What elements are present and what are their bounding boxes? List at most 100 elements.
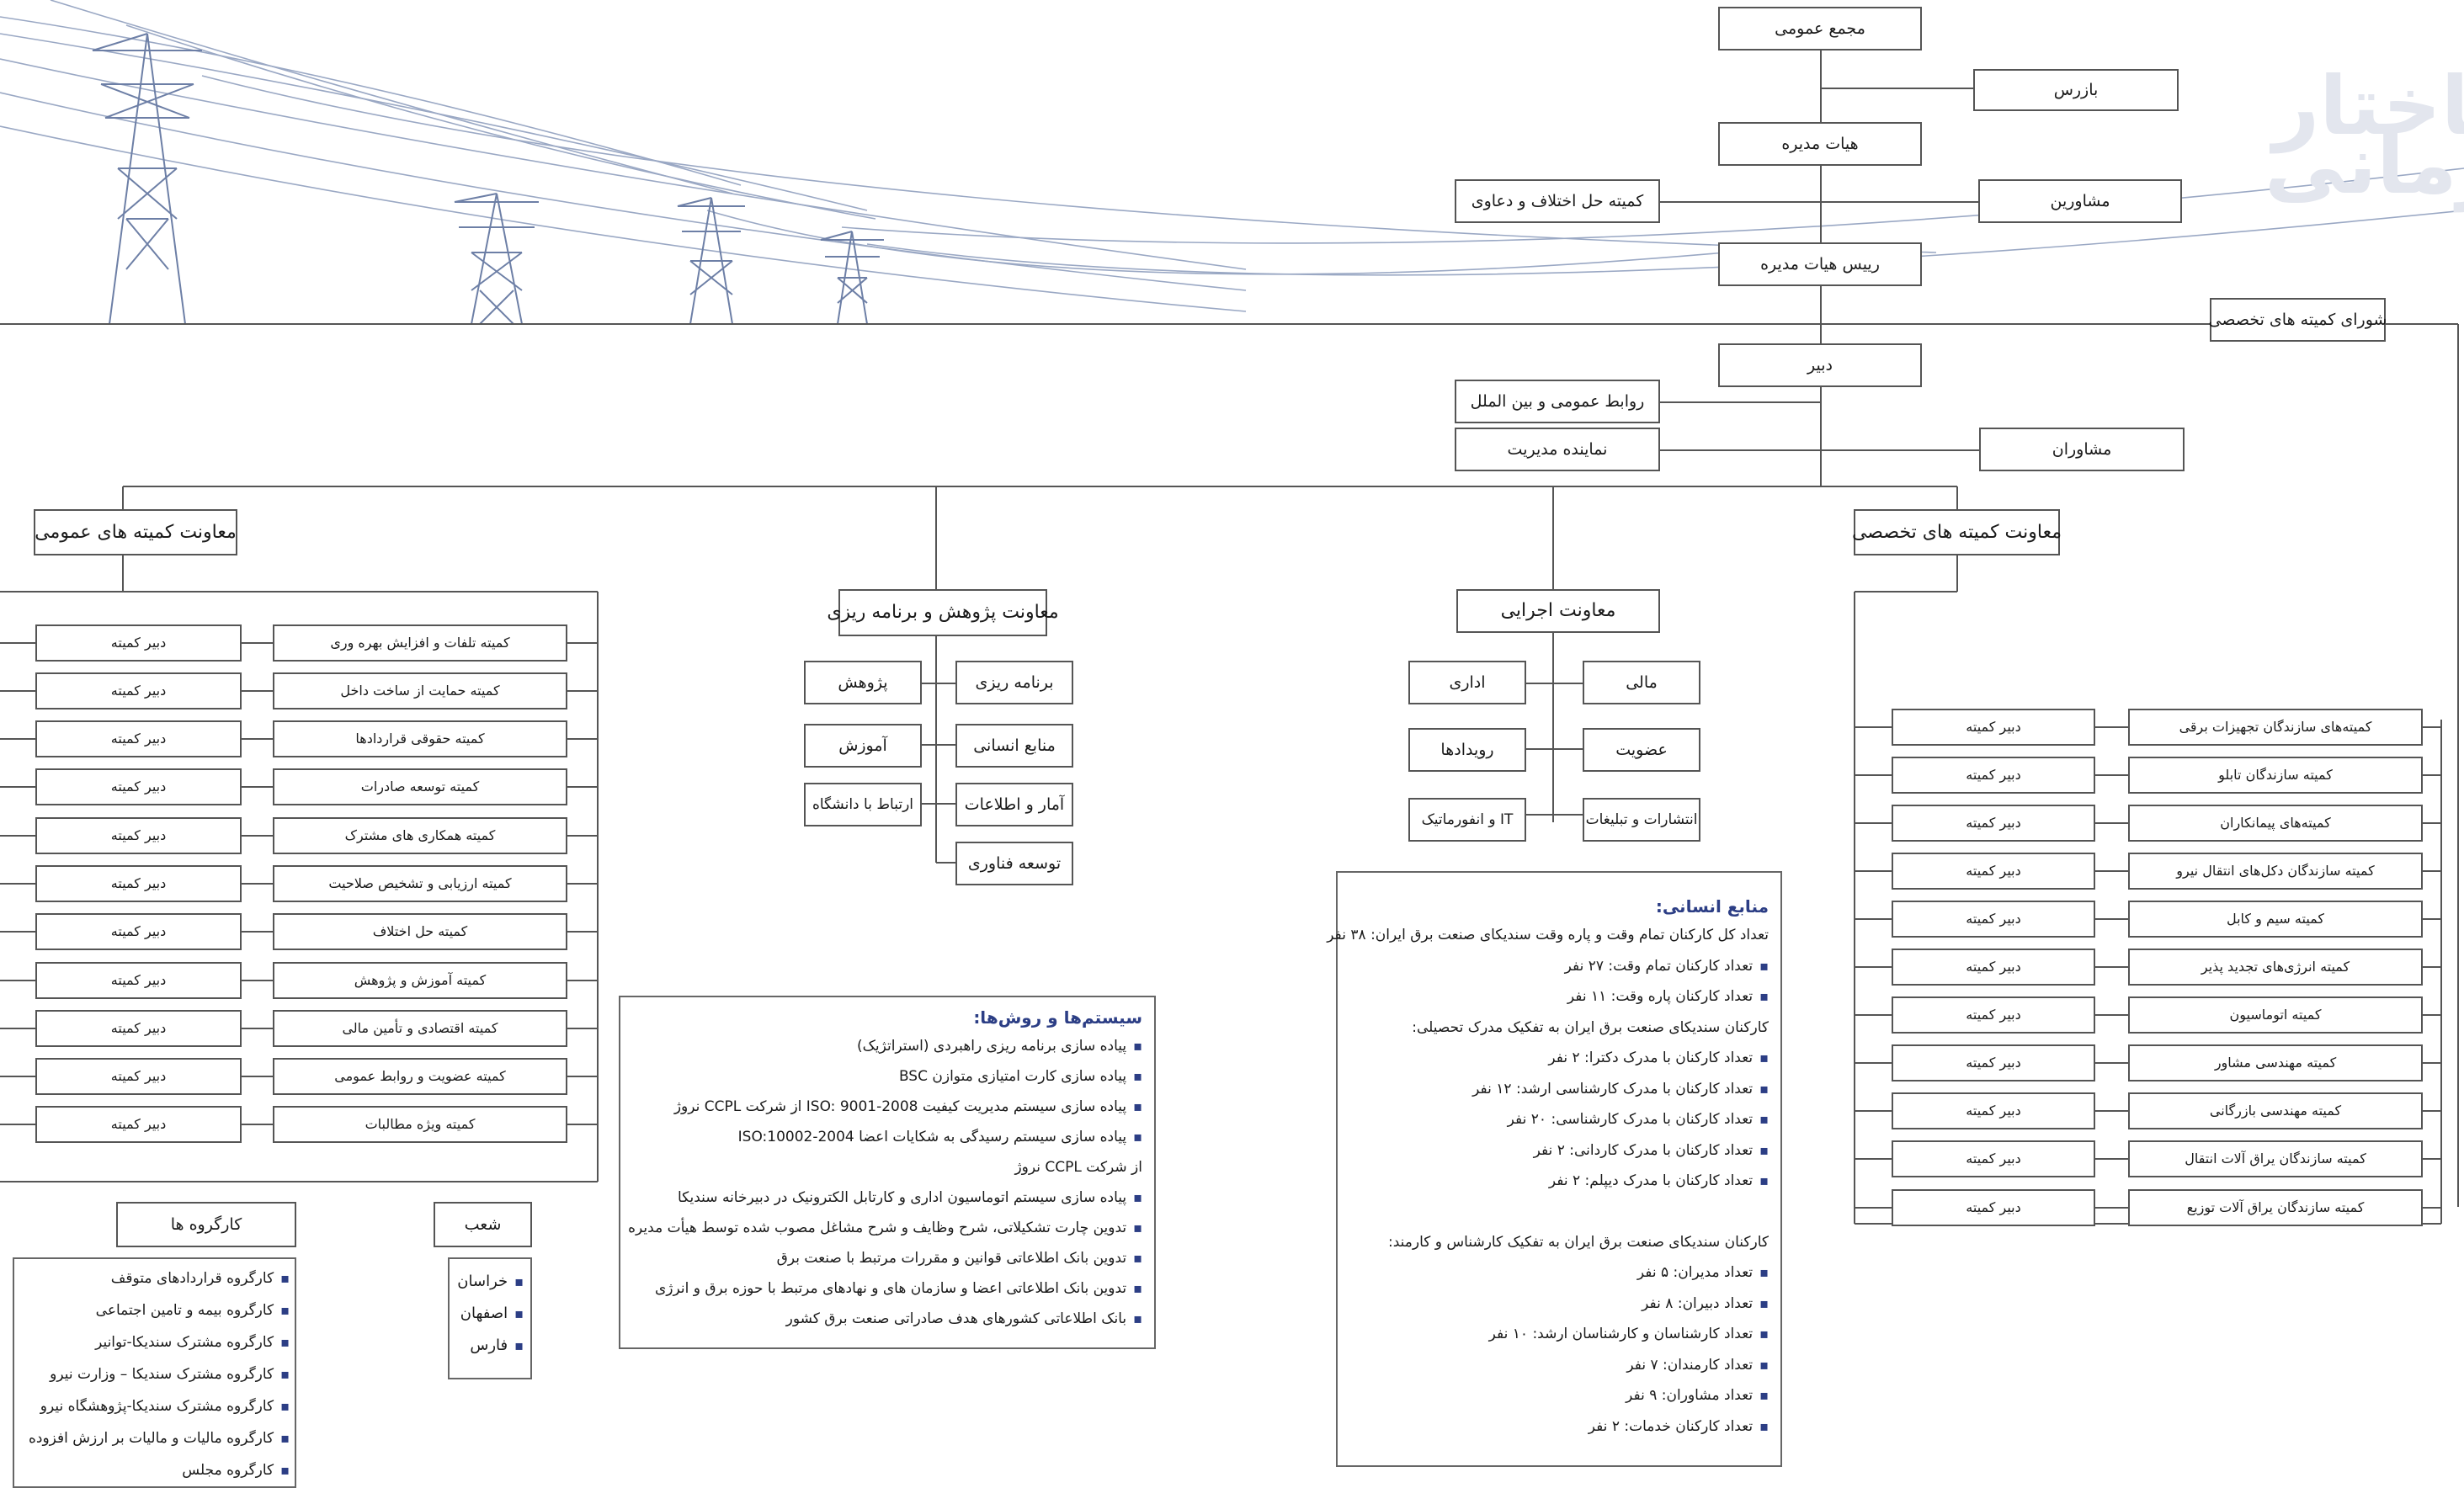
committee-secretary-box: دبیر کمیته <box>35 865 242 902</box>
workgroups-list: کارگروه قراردادهای متوقفکارگروه بیمه و ت… <box>14 1262 290 1486</box>
watermark-line2: سازمانی <box>2264 118 2464 212</box>
list-item: کارکنان سندیکای صنعت برق ایران به تفکیک … <box>1388 1233 1769 1251</box>
specialized-committee-box: کمیته سازندگان یراق آلات توزیع <box>2128 1189 2423 1226</box>
research-tech-box: توسعه فناوری <box>955 842 1073 885</box>
committee-secretary-box: دبیر کمیته <box>35 1010 242 1047</box>
list-item: تعداد مشاوران: ۹ نفر <box>1346 1380 1769 1411</box>
committee-secretary-box: دبیر کمیته <box>1892 805 2095 842</box>
specialized-committee-box: کمیته مهندسی مشاور <box>2128 1044 2423 1081</box>
list-item: تعداد کارکنان تمام وقت: ۲۷ نفر <box>1346 951 1769 982</box>
secretary-box: دبیر <box>1718 343 1922 387</box>
specialized-committee-box: کمیته‌های سازندگان تجهیزات برقی <box>2128 709 2423 746</box>
list-item: کارگروه مجلس <box>14 1454 290 1486</box>
exec-membership-box: عضویت <box>1583 728 1700 772</box>
deputy-executive-box: معاونت اجرایی <box>1456 589 1660 633</box>
exec-admin-box: اداری <box>1408 661 1526 704</box>
research-research-box: پژوهش <box>804 661 922 704</box>
general-committee-box: کمیته توسعه صادرات <box>273 768 567 805</box>
committee-secretary-box: دبیر کمیته <box>1892 853 2095 890</box>
list-item: تعداد کارکنان با مدرک کاردانی: ۲ نفر <box>1346 1135 1769 1166</box>
committee-secretary-box: دبیر کمیته <box>1892 996 2095 1034</box>
list-item <box>1346 1197 1769 1227</box>
hr-title: منابع انسانی: <box>1655 896 1769 917</box>
list-item: تدوین بانک اطلاعاتی قوانین و مقررات مرتب… <box>629 1243 1142 1273</box>
systems-panel: سیستم‌ها و روش‌ها: پیاده سازی برنامه ریز… <box>619 996 1156 1349</box>
committee-secretary-box: دبیر کمیته <box>1892 1189 2095 1226</box>
deputy-general-box: معاونت کمیته های عمومی <box>34 509 237 555</box>
general-committee-box: کمیته اقتصادی و تأمین مالی <box>273 1010 567 1047</box>
committee-secretary-box: دبیر کمیته <box>1892 757 2095 794</box>
list-item: کارگروه قراردادهای متوقف <box>14 1262 290 1294</box>
branches-panel: خراساناصفهانفارس <box>448 1257 532 1379</box>
specialized-committee-box: کمیته سازندگان تابلو <box>2128 757 2423 794</box>
watermark-line1: ساختار <box>2273 59 2464 153</box>
general-committee-box: کمیته ارزیابی و تشخیص صلاحیت <box>273 865 567 902</box>
list-item: تعداد کارمندان: ۷ نفر <box>1346 1350 1769 1381</box>
list-item: تدوین بانک اطلاعاتی اعضا و سازمان های و … <box>629 1273 1142 1304</box>
public-relations-box: روابط عمومی و بین الملل <box>1455 380 1660 423</box>
committee-secretary-box: دبیر کمیته <box>1892 709 2095 746</box>
workgroups-panel: کارگروه قراردادهای متوقفکارگروه بیمه و ت… <box>13 1257 296 1488</box>
committee-secretary-box: دبیر کمیته <box>1892 1140 2095 1177</box>
list-item: تعداد کارکنان خدمات: ۲ نفر <box>1346 1411 1769 1443</box>
general-assembly-box: مجمع عمومی <box>1718 7 1922 50</box>
list-item: پیاده سازی سیستم مدیریت کیفیت ISO: 9001-… <box>629 1092 1142 1122</box>
dispute-committee-box: کمیته حل اختلاف و دعاوی <box>1455 179 1660 223</box>
deputy-research-box: معاونت پژوهش و برنامه ریزی <box>827 589 1059 636</box>
list-item: پیاده سازی سیستم اتوماسیون اداری و کارتا… <box>629 1182 1142 1213</box>
committee-secretary-box: دبیر کمیته <box>35 624 242 662</box>
list-item: بانک اطلاعاتی کشورهای هدف صادراتی صنعت ب… <box>629 1304 1142 1334</box>
workgroups-title-box: کارگروه ها <box>116 1202 296 1247</box>
general-committee-box: کمیته حقوقی قراردادها <box>273 720 567 757</box>
committee-secretary-box: دبیر کمیته <box>1892 949 2095 986</box>
list-item: کارگروه بیمه و تامین اجتماعی <box>14 1294 290 1326</box>
committee-secretary-box: دبیر کمیته <box>35 1106 242 1143</box>
committee-secretary-box: دبیر کمیته <box>35 1058 242 1095</box>
list-item: کارگروه مالیات و مالیات بر ارزش افزوده <box>14 1422 290 1454</box>
list-item: خراسان <box>450 1266 524 1298</box>
exec-publications-box: انتشارات و تبلیغات <box>1583 798 1700 842</box>
list-item: تعداد کارکنان با مدرک دکترا: ۲ نفر <box>1346 1043 1769 1074</box>
committee-secretary-box: دبیر کمیته <box>35 672 242 709</box>
research-hr-box: منابع انسانی <box>955 724 1073 768</box>
specialized-committee-box: کمیته سیم و کابل <box>2128 901 2423 938</box>
inspector-box: بازرس <box>1973 69 2179 111</box>
list-item: تعداد کل کارکنان تمام وقت و پاره وقت سند… <box>1327 927 1769 943</box>
list-item: کارگروه مشترک سندیکا-پژوهشگاه نیرو <box>14 1390 290 1422</box>
exec-events-box: رویدادها <box>1408 728 1526 772</box>
committee-secretary-box: دبیر کمیته <box>35 720 242 757</box>
committee-secretary-box: دبیر کمیته <box>35 962 242 999</box>
research-university-box: ارتباط با دانشگاه <box>804 783 922 826</box>
deputy-specialized-box: معاونت کمیته های تخصصی <box>1852 509 2062 555</box>
general-committee-box: کمیته عضویت و روابط عمومی <box>273 1058 567 1095</box>
general-committee-box: کمیته تلفات و افزایش بهره وری <box>273 624 567 662</box>
general-committee-box: کمیته حمایت از ساخت داخل <box>273 672 567 709</box>
branches-title-box: شعب <box>434 1202 532 1247</box>
exec-it-box: IT و انفورماتیک <box>1408 798 1526 842</box>
exec-finance-box: مالی <box>1583 661 1700 704</box>
committee-secretary-box: دبیر کمیته <box>1892 1092 2095 1129</box>
mgmt-rep-box: نماینده مدیریت <box>1455 428 1660 471</box>
research-stats-box: آمار و اطلاعات <box>955 783 1073 826</box>
specialized-committee-box: کمیته اتوماسیون <box>2128 996 2423 1034</box>
list-item: تعداد مدیران: ۵ نفر <box>1346 1257 1769 1289</box>
branches-list: خراساناصفهانفارس <box>450 1266 524 1362</box>
list-item: کارگروه مشترک سندیکا-توانیر <box>14 1326 290 1358</box>
specialized-committee-box: کمیته سازندگان یراق آلات انتقال <box>2128 1140 2423 1177</box>
list-item: کارگروه مشترک سندیکا – وزارت نیرو <box>14 1358 290 1390</box>
list-item: از شرکت CCPL نروژ <box>1014 1159 1142 1176</box>
systems-title: سیستم‌ها و روش‌ها: <box>973 1007 1142 1028</box>
list-item: اصفهان <box>450 1298 524 1330</box>
list-item: تدوین چارت تشکیلاتی، شرح وظایف و شرح مشا… <box>628 1213 1142 1243</box>
list-item: تعداد کارکنان با مدرک دیپلم: ۲ نفر <box>1346 1166 1769 1197</box>
list-item: تعداد کارکنان پاره وقت: ۱۱ نفر <box>1346 981 1769 1012</box>
research-training-box: آموزش <box>804 724 922 768</box>
committee-secretary-box: دبیر کمیته <box>1892 901 2095 938</box>
power-wires <box>0 0 2464 312</box>
committee-secretary-box: دبیر کمیته <box>35 768 242 805</box>
systems-list: پیاده سازی برنامه ریزی راهبردی (استراتژی… <box>628 1031 1142 1334</box>
research-planning-box: برنامه ریزی <box>955 661 1073 704</box>
specialized-committee-box: کمیته مهندسی بازرگانی <box>2128 1092 2423 1129</box>
hr-panel: منابع انسانی: تعداد کل کارکنان تمام وقت … <box>1327 871 1782 1467</box>
